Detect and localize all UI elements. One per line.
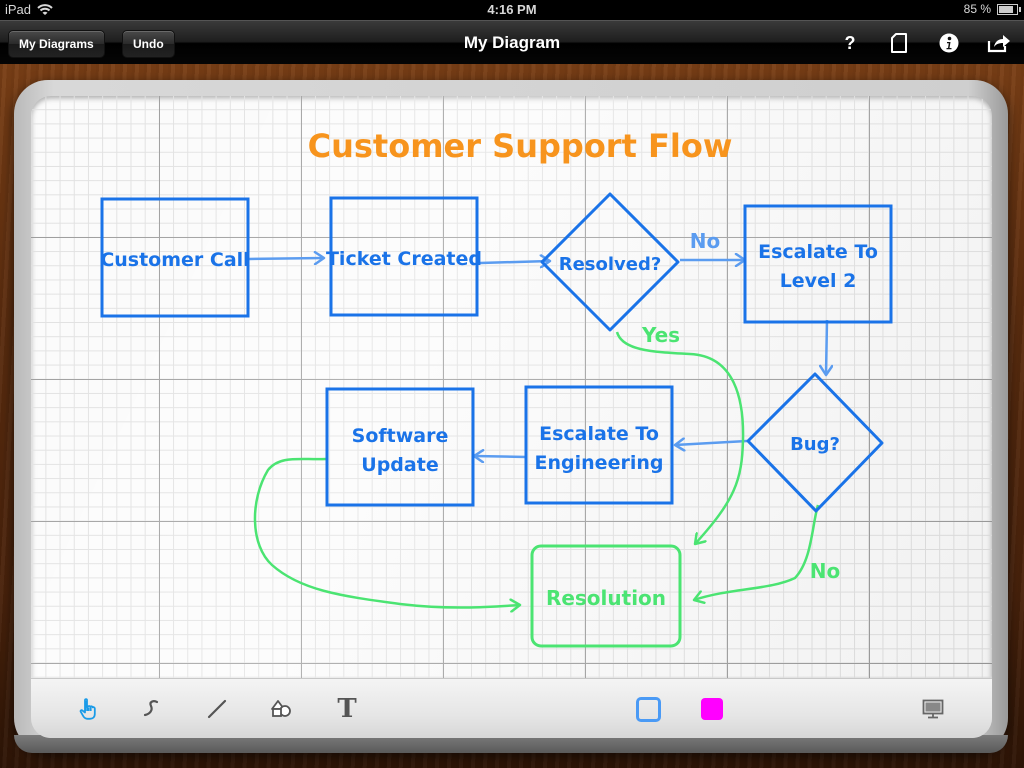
node-resolution[interactable]: Resolution bbox=[530, 544, 682, 648]
share-icon[interactable] bbox=[986, 31, 1012, 55]
node-software-update[interactable]: Software Update bbox=[325, 387, 475, 507]
whiteboard-canvas[interactable]: T bbox=[31, 96, 992, 738]
connector-bug-no-to-resolution[interactable] bbox=[694, 504, 820, 600]
node-escalate-engineering[interactable]: Escalate To Engineering bbox=[524, 385, 674, 505]
connector-call-to-ticket[interactable] bbox=[248, 258, 324, 259]
node-label-line-2: Engineering bbox=[535, 452, 664, 474]
freehand-tool-button[interactable] bbox=[135, 693, 167, 725]
device-name: iPad bbox=[5, 2, 32, 17]
node-label-line-1: Escalate To bbox=[539, 423, 659, 445]
edge-label-no-resolved[interactable]: No bbox=[690, 229, 720, 253]
freehand-curve-icon bbox=[143, 700, 159, 717]
node-escalate-level-2[interactable]: Escalate To Level 2 bbox=[743, 204, 893, 324]
bottom-toolbar: T bbox=[31, 678, 992, 738]
stroke-color-swatch bbox=[635, 696, 661, 722]
node-resolved-decision[interactable]: Resolved? bbox=[540, 192, 680, 332]
node-label-line-2: Level 2 bbox=[780, 270, 857, 292]
hand-tool-button[interactable] bbox=[72, 693, 104, 725]
stroke-color-button[interactable] bbox=[632, 693, 664, 725]
undo-button[interactable]: Undo bbox=[122, 30, 175, 58]
wifi-icon bbox=[37, 3, 53, 15]
node-label-line-2: Update bbox=[361, 454, 438, 476]
text-tool-button[interactable]: T bbox=[337, 694, 357, 724]
whiteboard-frame-bottom bbox=[14, 735, 1008, 753]
node-ticket-created[interactable]: Ticket Created bbox=[326, 196, 482, 317]
status-time: 4:16 PM bbox=[487, 2, 537, 17]
connector-escalate-to-bug[interactable] bbox=[826, 319, 827, 375]
status-right: 85 % bbox=[963, 2, 1021, 16]
edge-label-no-bug[interactable]: No bbox=[810, 559, 840, 583]
hand-icon bbox=[79, 698, 96, 720]
node-label: Resolution bbox=[546, 586, 666, 610]
page-icon[interactable] bbox=[886, 31, 912, 55]
line-tool-button[interactable] bbox=[201, 693, 233, 725]
battery-percent: 85 % bbox=[963, 2, 991, 16]
connector-resolved-yes-to-resolution[interactable] bbox=[615, 331, 745, 544]
diagram-title[interactable]: Customer Support Flow bbox=[308, 127, 733, 165]
line-icon bbox=[207, 699, 227, 719]
connector-ticket-to-resolved[interactable] bbox=[479, 261, 550, 263]
connector-bug-to-engineering[interactable] bbox=[675, 441, 748, 445]
battery-fill bbox=[999, 5, 1013, 13]
node-customer-call[interactable]: Customer Call bbox=[100, 197, 250, 318]
help-icon[interactable]: ? bbox=[844, 32, 856, 53]
fill-color-button[interactable] bbox=[696, 693, 728, 725]
shape-tool-button[interactable] bbox=[266, 693, 298, 725]
connector-software-to-resolution[interactable] bbox=[253, 457, 520, 608]
status-left: iPad bbox=[5, 2, 53, 17]
connector-engineering-to-software[interactable] bbox=[474, 456, 528, 457]
shapes-icon bbox=[271, 700, 291, 717]
monitor-icon bbox=[922, 699, 944, 719]
status-bar: iPad 4:16 PM 85 % bbox=[0, 0, 1024, 20]
node-label: Bug? bbox=[790, 434, 840, 455]
node-label-line-1: Software bbox=[352, 425, 449, 447]
fill-color-swatch bbox=[701, 698, 723, 720]
my-diagrams-button[interactable]: My Diagrams bbox=[8, 30, 105, 58]
nav-bar: My Diagrams Undo My Diagram ? bbox=[0, 20, 1024, 64]
node-label: Customer Call bbox=[100, 249, 249, 271]
present-button[interactable] bbox=[917, 693, 949, 725]
node-bug-decision[interactable]: Bug? bbox=[746, 372, 884, 513]
edge-label-yes-resolved[interactable]: Yes bbox=[641, 323, 680, 347]
info-icon[interactable] bbox=[936, 31, 962, 55]
node-label: Ticket Created bbox=[326, 248, 482, 270]
grid-background bbox=[31, 96, 992, 678]
node-label-line-1: Escalate To bbox=[758, 241, 878, 263]
battery-icon bbox=[997, 3, 1021, 15]
node-label: Resolved? bbox=[559, 254, 662, 275]
